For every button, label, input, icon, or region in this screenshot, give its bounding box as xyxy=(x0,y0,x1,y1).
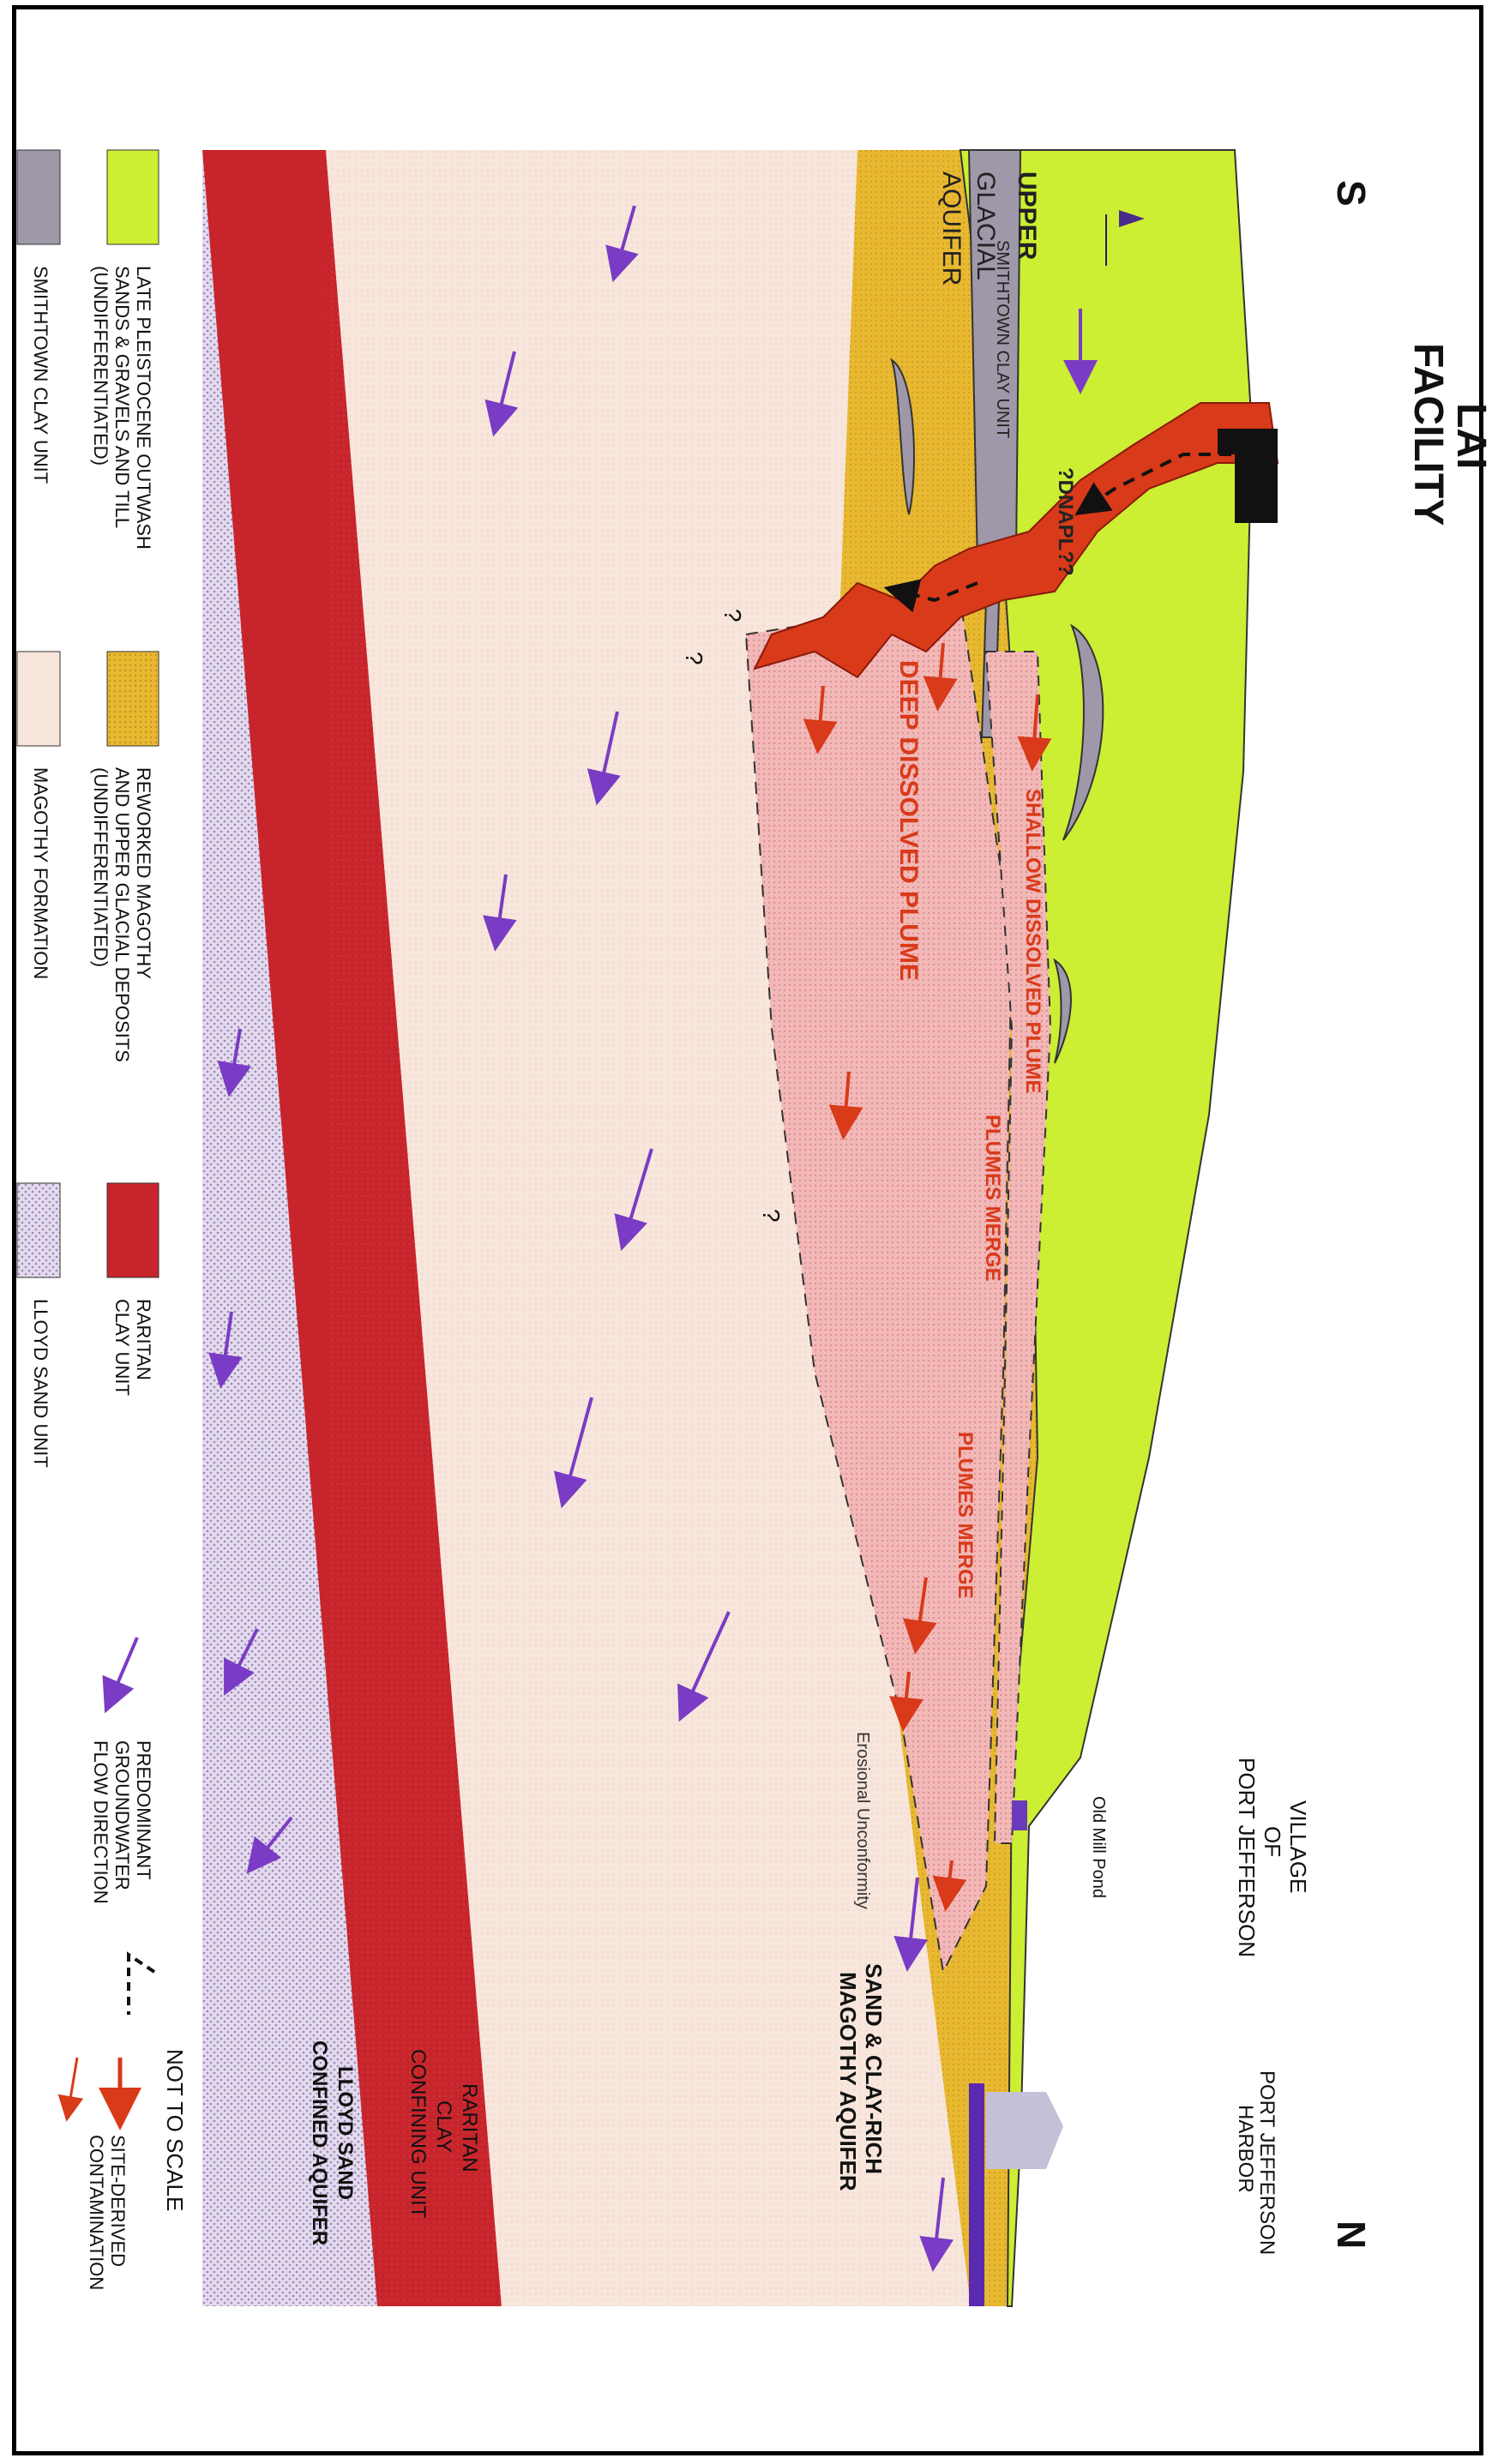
legend-outwash-2: SANDS & GRAVELS AND TILL xyxy=(111,266,133,528)
legend-dnapl-arrow xyxy=(129,1955,154,2015)
ship-silhouette xyxy=(986,2092,1063,2169)
pond-label: Old Mill Pond xyxy=(1089,1796,1108,1898)
south-label: S xyxy=(1329,180,1374,207)
raritan-label-1: RARITAN xyxy=(458,2083,481,2173)
magothy-aquifer-label-1: SAND & CLAY-RICH xyxy=(861,1963,887,2174)
legend-smithtown: SMITHTOWN CLAY UNIT xyxy=(30,266,51,484)
raritan-label-3: CONFINING UNIT xyxy=(406,2049,430,2219)
old-mill-pond xyxy=(1012,1800,1027,1830)
legend-swatch-magothy xyxy=(17,652,60,746)
legend-groundwater-1: PREDOMINANT xyxy=(133,1740,154,1880)
legend-reworked-1: REWORKED MAGOTHY xyxy=(133,767,154,979)
legend-swatch-outwash xyxy=(107,150,159,244)
legend-outwash-1: LATE PLEISTOCENE OUTWASH xyxy=(133,266,154,550)
question-mark-2: ? xyxy=(681,652,707,665)
harbor-water xyxy=(969,2083,984,2306)
plumes-merge-label-2: PLUMES MERGE xyxy=(954,1432,977,1599)
not-to-scale-label: NOT TO SCALE xyxy=(162,2049,188,2211)
village-label-3: PORT JEFFERSON xyxy=(1234,1758,1260,1957)
legend-outwash-3: (UNDIFFERENTIATED) xyxy=(90,266,111,466)
question-mark-1: ? xyxy=(719,609,746,622)
legend-raritan-2: CLAY UNIT xyxy=(111,1299,133,1396)
magothy-aquifer-label-2: MAGOTHY AQUIFER xyxy=(835,1972,861,2191)
harbor-label-2: HARBOR xyxy=(1234,2105,1257,2193)
lloyd-label-1: LLOYD SAND xyxy=(334,2066,357,2200)
legend-contamination-arrow-2 xyxy=(69,2058,77,2109)
legend-swatch-smithtown xyxy=(17,150,60,244)
erosional-label: Erosional Unconformity xyxy=(853,1732,872,1909)
legend: LATE PLEISTOCENE OUTWASH SANDS & GRAVELS… xyxy=(17,150,159,2290)
legend-raritan-1: RARITAN xyxy=(133,1299,154,1380)
village-label-2: OF xyxy=(1260,1826,1285,1857)
legend-flow-arrow xyxy=(111,1638,137,1698)
upper-glacial-label-1: UPPER xyxy=(1013,171,1041,261)
legend-contamination-1: SITE-DERIVED xyxy=(107,2135,129,2267)
legend-reworked-2: AND UPPER GLACIAL DEPOSITS xyxy=(111,767,133,1062)
cross-section xyxy=(202,150,1278,2306)
legend-lloyd: LLOYD SAND UNIT xyxy=(30,1299,51,1468)
plumes-merge-label-1: PLUMES MERGE xyxy=(981,1115,1004,1282)
legend-swatch-reworked-texture xyxy=(107,652,159,746)
legend-groundwater-3: FLOW DIRECTION xyxy=(90,1740,111,1904)
deep-plume-label: DEEP DISSOLVED PLUME xyxy=(894,660,923,981)
lai-building xyxy=(1235,429,1278,523)
smithtown-clay-label: SMITHTOWN CLAY UNIT xyxy=(993,240,1012,438)
raritan-label-2: CLAY xyxy=(432,2100,455,2153)
legend-swatch-raritan xyxy=(107,1183,159,1277)
village-label-1: VILLAGE xyxy=(1285,1800,1311,1893)
facility-title-line-2: FACILITY xyxy=(1405,343,1451,526)
legend-swatch-lloyd xyxy=(17,1183,60,1277)
north-label: N xyxy=(1329,2221,1374,2249)
shallow-plume-label: SHALLOW DISSOLVED PLUME xyxy=(1021,789,1044,1094)
question-mark-3: ? xyxy=(758,1209,785,1223)
legend-groundwater-2: GROUNDWATER xyxy=(111,1740,133,1890)
legend-magothy: MAGOTHY FORMATION xyxy=(30,767,51,979)
legend-contamination-2: CONTAMINATION xyxy=(86,2135,107,2290)
dnapl-label: ?DNAPL?? xyxy=(1054,467,1077,576)
lloyd-label-2: CONFINED AQUIFER xyxy=(308,2040,331,2245)
facility-title-line-1: LAI xyxy=(1448,403,1494,469)
legend-reworked-3: (UNDIFFERENTIATED) xyxy=(90,767,111,967)
upper-glacial-label-3: AQUIFER xyxy=(937,171,966,285)
harbor-label-1: PORT JEFFERSON xyxy=(1255,2070,1278,2255)
